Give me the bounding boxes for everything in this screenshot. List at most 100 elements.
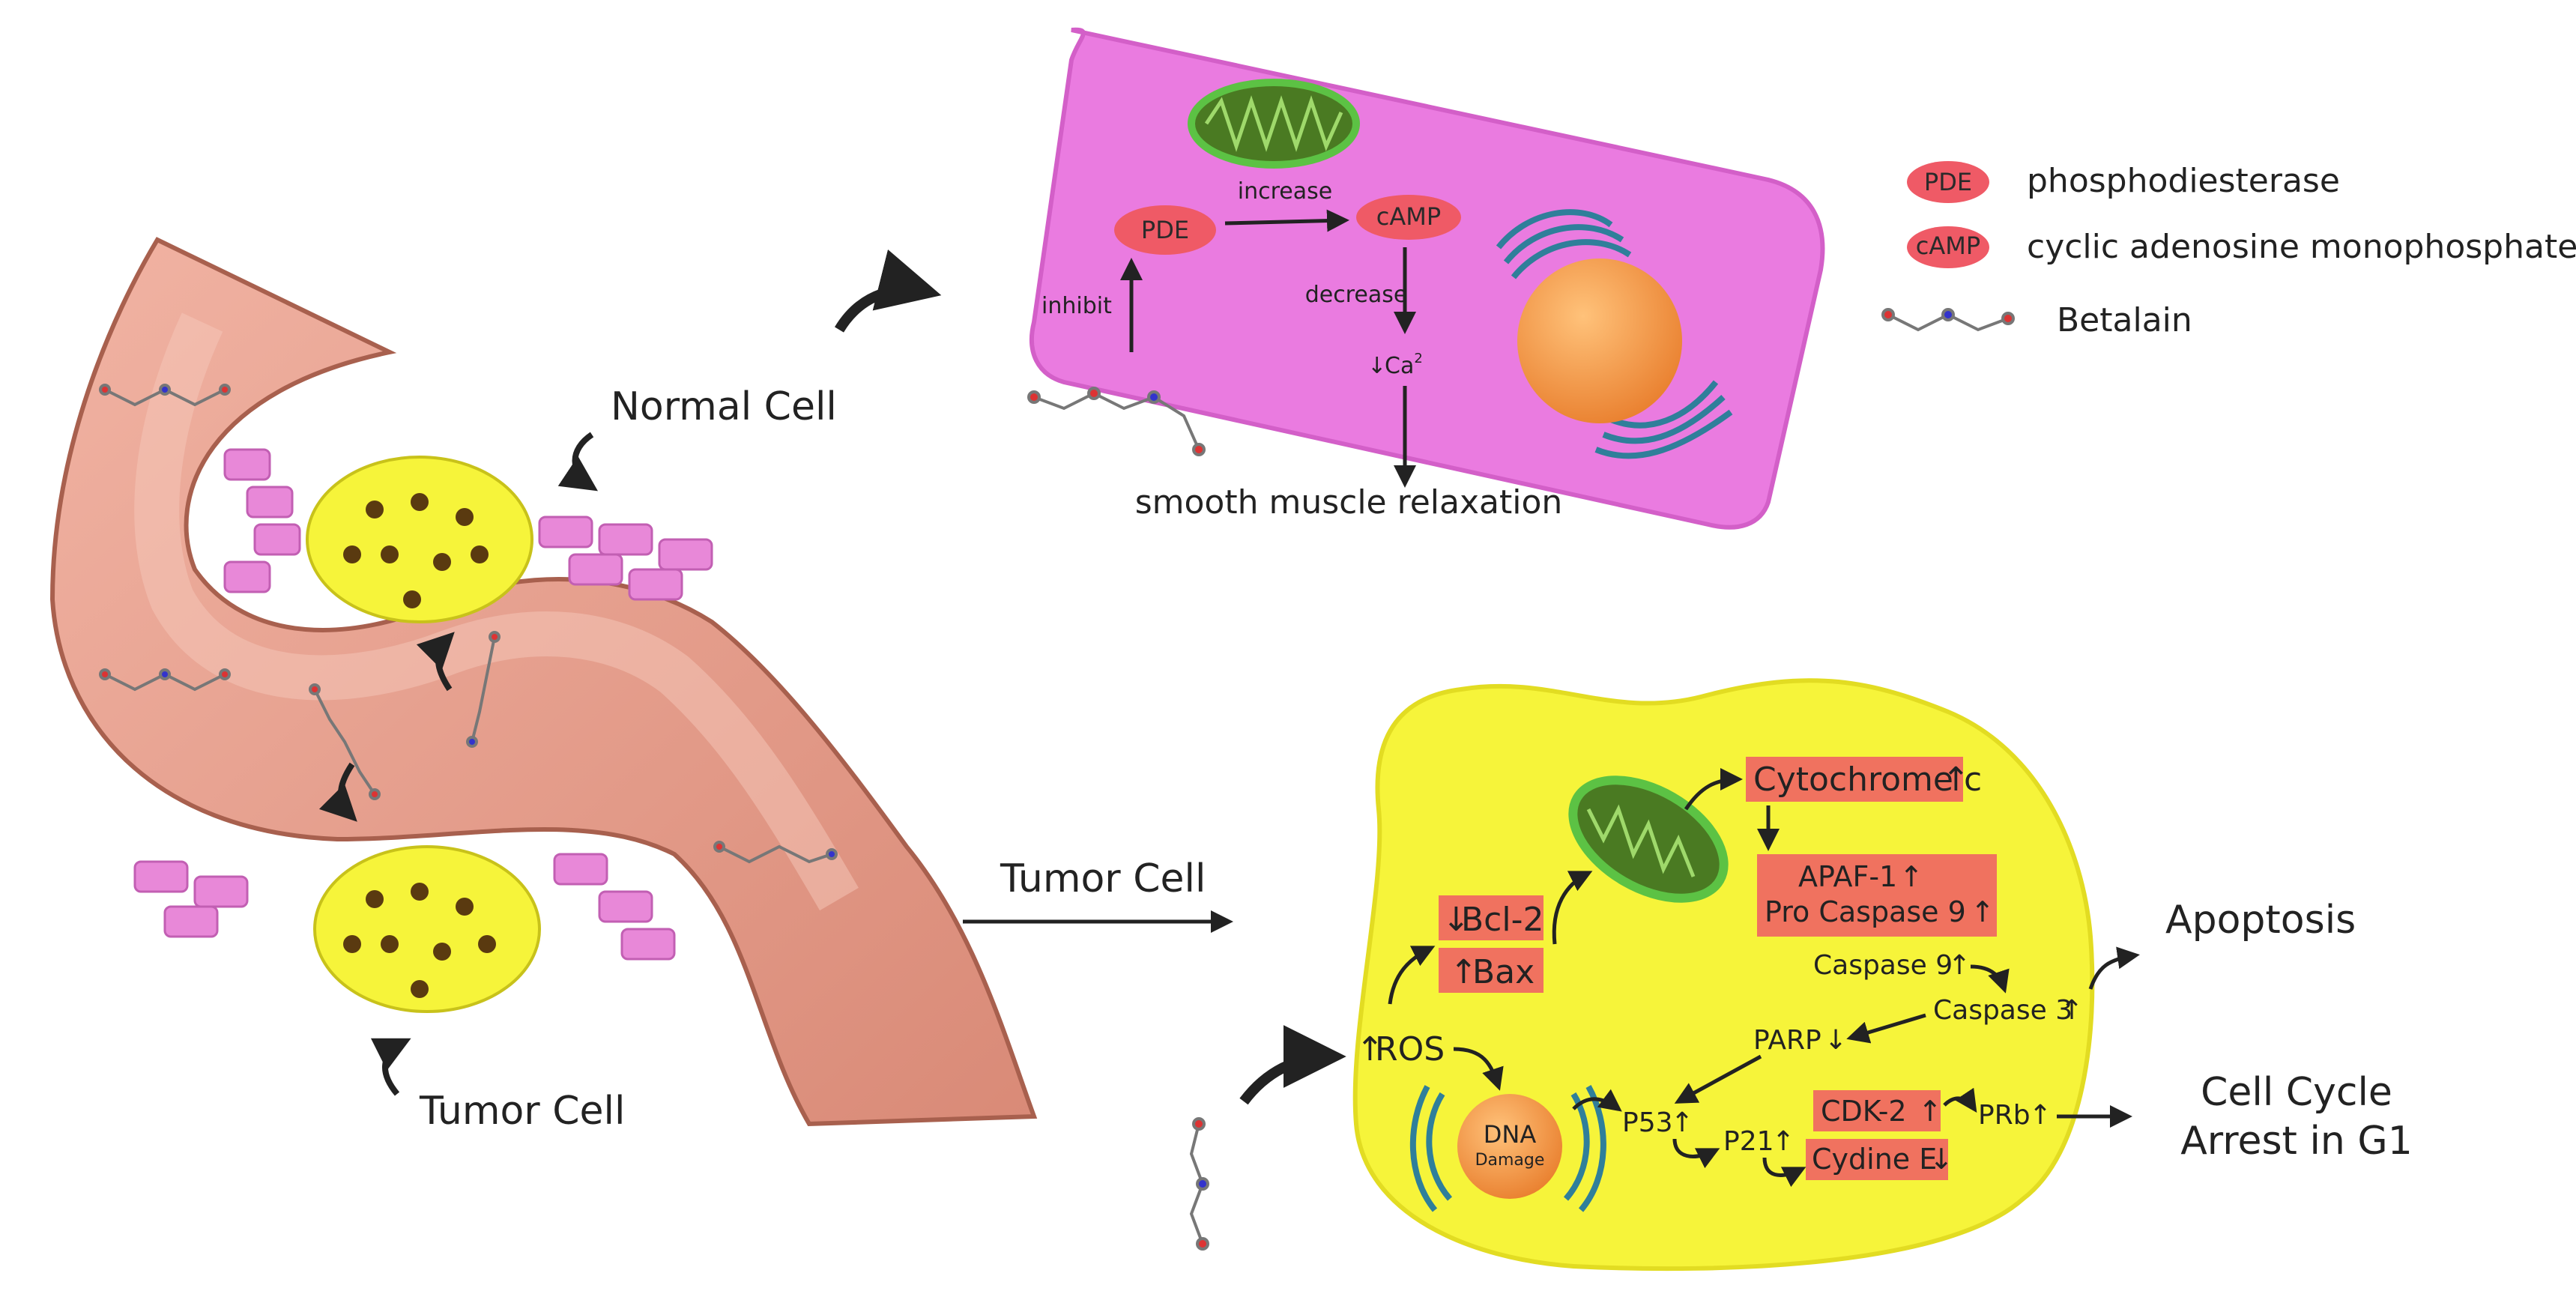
betalain-molecule-icon [713,841,838,864]
betalain-molecule-icon [466,631,501,748]
inhibit-label: inhibit [1041,293,1112,319]
tumor-cell-arrow-label: Tumor Cell [1000,856,1206,901]
nucleus-icon [1517,259,1682,423]
legend: PDE phosphodiesterase cAMP cyclic adenos… [1881,161,2576,339]
caspase3-label: Caspase 3 [1933,995,2072,1026]
calcium-label: Ca2 [1385,351,1423,379]
legend-camp-badge [1907,226,1989,268]
curved-arrow-icon [318,762,357,822]
normal-cell-membrane [1029,27,1825,530]
pro-caspase-up-arrow: ↑ [1971,895,1995,928]
normal-cell-label: Normal Cell [611,384,837,429]
cdk2-to-prb-arrow [1943,1087,1977,1113]
arrow-to-normal-cell [834,249,942,333]
cell-cycle-arrest-line1: Cell Cycle [2201,1070,2392,1115]
ros-up-arrow: ↑ [1356,1030,1384,1068]
camp-badge [1356,195,1461,240]
pro-caspase-label: Pro Caspase 9 [1765,895,1966,928]
bcl2-box [1439,895,1544,940]
legend-camp-text: cyclic adenosine monophosphate [2027,228,2576,266]
ros-label: ROS [1375,1030,1445,1068]
cyclin-down-arrow: ↓ [1929,1143,1953,1176]
legend-pde-badge [1907,161,1989,203]
mito-to-cytochrome-arrow [1684,768,1743,811]
parp-label: PARP [1753,1025,1821,1056]
legend-camp-badge-label: cAMP [1916,232,1980,260]
cell-cycle-arrest-line2: Arrest in G1 [2180,1119,2413,1164]
curved-arrow-icon [557,432,598,492]
prb-up-arrow: ↑ [2029,1100,2052,1131]
mitochondrion-icon [1568,776,1729,903]
vessel-wall [49,237,1038,1127]
arrow-to-tumor-cell-ros [1239,1025,1346,1105]
cdk2-label: CDK-2 [1821,1095,1907,1128]
bax-to-mito-arrow [1552,871,1593,945]
parp-to-p53-arrow [1674,1054,1762,1104]
dna-label: DNA [1484,1120,1537,1149]
endoplasmic-reticulum-icon [1496,209,1733,459]
parp-down-arrow: ↓ [1824,1025,1847,1056]
mitochondrion-icon [1188,79,1360,169]
apoptosis-label: Apoptosis [2165,898,2356,943]
dna-to-p53-arrow [1572,1089,1622,1112]
caspase3-to-apoptosis-arrow [2088,946,2140,990]
curved-arrow-icon [416,632,455,692]
cdk2-up-arrow: ↑ [1918,1095,1942,1128]
p21-label: P21 [1723,1126,1774,1157]
smooth-muscle-relaxation-label: smooth muscle relaxation [1135,483,1563,521]
betalain-molecule-icon [309,683,381,800]
tumor-cluster-bottom [313,845,541,1013]
apaf-up-arrow: ↑ [1899,860,1923,893]
legend-pde-badge-label: PDE [1924,168,1972,196]
cyclin-label: Cydine E [1812,1143,1937,1176]
blood-vessel-illustration [49,237,1038,1127]
tumor-cell: DNA Damage ↑ ROS ↓ Bcl-2 ↑ Bax Cytochrom… [1352,678,2140,1272]
ca-down-arrow: ↓ [1367,353,1386,379]
camp-label: cAMP [1376,202,1441,231]
bax-box [1439,948,1544,993]
bax-label: Bax [1472,953,1535,991]
normal-cell: PDE cAMP increase inhibit decrease ↓ Ca2 [1029,27,1825,530]
p21-to-cyclin-arrow [1762,1157,1806,1188]
betalain-molecule-icon [1027,387,1206,456]
legend-betalain-text: Betalain [2057,301,2192,339]
caspase3-up-arrow: ↑ [2061,995,2083,1026]
caspase9-label: Caspase 9 [1813,950,1953,981]
decrease-label: decrease [1305,282,1408,308]
legend-betalain-molecule-icon [1881,308,2015,332]
betalain-molecule-icon [1189,1117,1209,1251]
caspase3-to-parp-arrow [1846,1013,1926,1044]
bax-up-arrow: ↑ [1450,953,1478,991]
apaf-procaspase-box [1757,854,1997,937]
damage-label: Damage [1475,1151,1545,1170]
cdk2-box [1813,1090,1941,1131]
p53-label: P53 [1622,1107,1673,1138]
pde-label: PDE [1141,216,1189,244]
betalain-molecule-icon [99,384,231,407]
bcl2-label: Bcl-2 [1461,901,1544,939]
increase-arrow [1224,209,1349,232]
tumor-cluster-top [306,456,533,623]
p53-up-arrow: ↑ [1671,1107,1693,1138]
ros-to-bcl2-arrow [1388,946,1436,1005]
tumor-cell-label-left: Tumor Cell [419,1089,625,1134]
apaf-label: APAF-1 [1798,860,1897,893]
legend-pde-text: phosphodiesterase [2027,162,2340,200]
cyclin-box [1806,1139,1948,1180]
bcl2-down-arrow: ↓ [1442,901,1470,939]
caspase9-to-caspase3-arrow [1970,964,2010,994]
prb-label: PRb [1978,1100,2031,1131]
cytochrome-label: Cytochrome c [1753,761,1982,799]
p53-to-p21-arrow [1672,1138,1720,1169]
ros-to-dna-arrow [1453,1047,1504,1091]
betalain-molecule-icon [99,668,231,692]
cytochrome-box [1746,757,1963,802]
normal-cells-band [133,448,713,961]
curved-arrow-icon [370,1038,411,1096]
dna-damage-nucleus-icon [1457,1094,1562,1199]
p21-up-arrow: ↑ [1772,1126,1795,1157]
increase-label: increase [1238,178,1332,205]
pde-badge [1114,205,1216,255]
cytochrome-up-arrow: ↑ [1942,761,1970,799]
